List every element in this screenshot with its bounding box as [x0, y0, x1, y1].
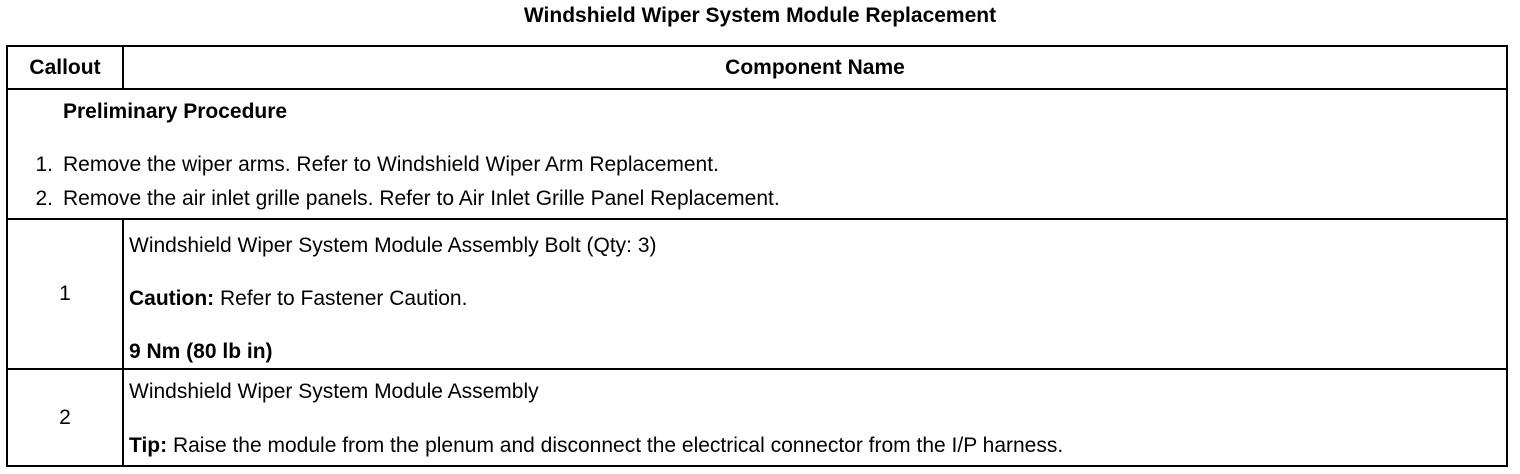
component-description: Windshield Wiper System Module Assembly … — [122, 218, 1508, 370]
component-name: Windshield Wiper System Module Assembly — [129, 380, 539, 403]
component-table: Callout Component Name Preliminary Proce… — [6, 45, 1508, 467]
table-row: 2 Windshield Wiper System Module Assembl… — [6, 368, 1508, 467]
caution-note: Caution: Refer to Fastener Caution. — [129, 285, 1506, 312]
component-name: Windshield Wiper System Module Assembly … — [129, 234, 657, 257]
callout-number: 2 — [6, 368, 124, 467]
callout-number: 1 — [6, 218, 124, 370]
header-callout: Callout — [6, 45, 124, 90]
step-number: 1. — [35, 153, 53, 176]
table-row: 1 Windshield Wiper System Module Assembl… — [6, 218, 1508, 370]
preliminary-steps-list: 1. Remove the wiper arms. Refer to Winds… — [8, 148, 1506, 216]
caution-label: Caution: — [129, 287, 215, 310]
preliminary-step: 2. Remove the air inlet grille panels. R… — [8, 182, 1506, 216]
page-title: Windshield Wiper System Module Replaceme… — [523, 4, 997, 27]
tip-text: Raise the module from the plenum and dis… — [167, 434, 1064, 457]
component-description: Windshield Wiper System Module Assembly … — [122, 368, 1508, 467]
tip-note: Tip: Raise the module from the plenum an… — [129, 432, 1506, 459]
preliminary-step: 1. Remove the wiper arms. Refer to Winds… — [8, 148, 1506, 182]
step-number: 2. — [35, 187, 53, 210]
header-component-name: Component Name — [122, 45, 1508, 90]
preliminary-procedure-row: Preliminary Procedure 1. Remove the wipe… — [6, 88, 1508, 220]
preliminary-procedure-heading: Preliminary Procedure — [63, 100, 288, 123]
table-header-row: Callout Component Name — [6, 45, 1508, 90]
preliminary-procedure-cell: Preliminary Procedure 1. Remove the wipe… — [6, 88, 1508, 220]
step-text: Remove the wiper arms. Refer to Windshie… — [63, 153, 719, 176]
torque-spec: 9 Nm (80 lb in) — [129, 340, 273, 363]
caution-text: Refer to Fastener Caution. — [214, 287, 468, 310]
step-text: Remove the air inlet grille panels. Refe… — [63, 187, 780, 210]
tip-label: Tip: — [129, 434, 168, 457]
